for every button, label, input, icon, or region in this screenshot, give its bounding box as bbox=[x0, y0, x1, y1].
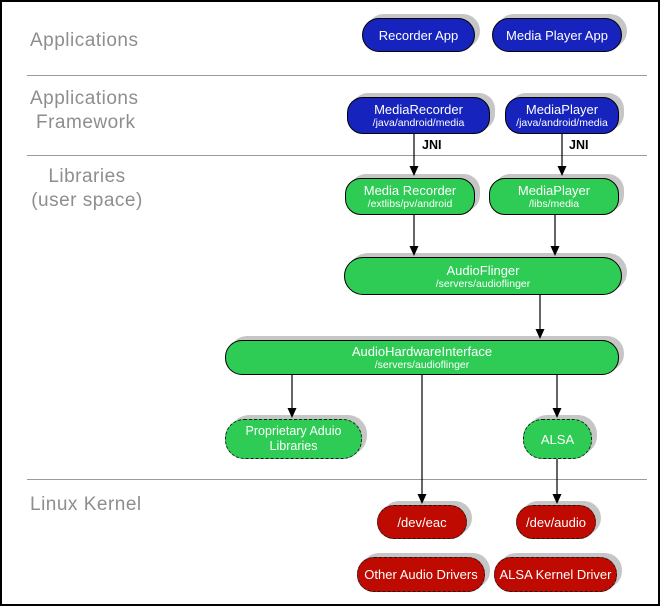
node-path: /servers/audioflinger bbox=[435, 277, 531, 290]
node-label: Recorder App bbox=[378, 27, 459, 43]
node-label: Proprietary Aduio bbox=[245, 424, 342, 438]
divider-framework-libraries bbox=[27, 155, 647, 156]
section-label-libraries: Libraries(user space) bbox=[31, 166, 143, 211]
node-label-line2: Libraries bbox=[269, 439, 318, 453]
node-mediarecorder-framework: MediaRecorder /java/android/media bbox=[347, 97, 490, 134]
node-label: /dev/eac bbox=[397, 514, 447, 530]
node-dev-audio: /dev/audio bbox=[516, 505, 596, 539]
node-label: AudioHardwareInterface bbox=[351, 344, 493, 359]
node-alsa: ALSA bbox=[523, 419, 592, 459]
node-media-player-app: Media Player App bbox=[492, 18, 622, 52]
node-label: AudioFlinger bbox=[446, 262, 520, 278]
node-path: /servers/audioflinger bbox=[374, 359, 470, 371]
node-label: /dev/audio bbox=[526, 514, 586, 530]
node-mediaplayer-lib: MediaPlayer /libs/media bbox=[489, 178, 619, 215]
node-recorder-app: Recorder App bbox=[362, 18, 475, 52]
node-label: MediaRecorder bbox=[374, 102, 463, 117]
node-label: MediaPlayer bbox=[525, 102, 599, 117]
node-label: Media Player App bbox=[506, 27, 608, 43]
node-audio-hardware-interface: AudioHardwareInterface /servers/audiofli… bbox=[225, 340, 619, 375]
node-label: MediaPlayer bbox=[517, 183, 591, 198]
node-label: ALSA bbox=[540, 431, 575, 447]
node-other-audio-drivers: Other Audio Drivers bbox=[357, 557, 485, 592]
edge-label-jni-left: JNI bbox=[422, 138, 442, 152]
node-path: /libs/media bbox=[528, 198, 580, 210]
node-path: /java/android/media bbox=[372, 117, 465, 129]
node-mediaplayer-framework: MediaPlayer /java/android/media bbox=[505, 97, 619, 134]
section-label-applications: Applications bbox=[30, 30, 139, 51]
edge-label-jni-right: JNI bbox=[569, 138, 589, 152]
divider-applications-framework bbox=[27, 75, 647, 76]
node-dev-eac: /dev/eac bbox=[377, 505, 467, 539]
node-path: /extlibs/pv/android bbox=[367, 198, 453, 210]
divider-libraries-kernel bbox=[27, 479, 647, 480]
section-label-linux-kernel: Linux Kernel bbox=[30, 494, 142, 515]
node-audioflinger: AudioFlinger /servers/audioflinger bbox=[344, 257, 622, 295]
node-alsa-kernel-driver: ALSA Kernel Driver bbox=[494, 557, 617, 592]
node-label: Media Recorder bbox=[363, 183, 457, 198]
node-path: /java/android/media bbox=[516, 117, 608, 129]
node-media-recorder-lib: Media Recorder /extlibs/pv/android bbox=[345, 178, 475, 215]
node-proprietary-audio-libraries: Proprietary Aduio Libraries bbox=[225, 419, 362, 459]
node-label: Other Audio Drivers bbox=[364, 567, 478, 582]
node-label: ALSA Kernel Driver bbox=[499, 567, 612, 582]
